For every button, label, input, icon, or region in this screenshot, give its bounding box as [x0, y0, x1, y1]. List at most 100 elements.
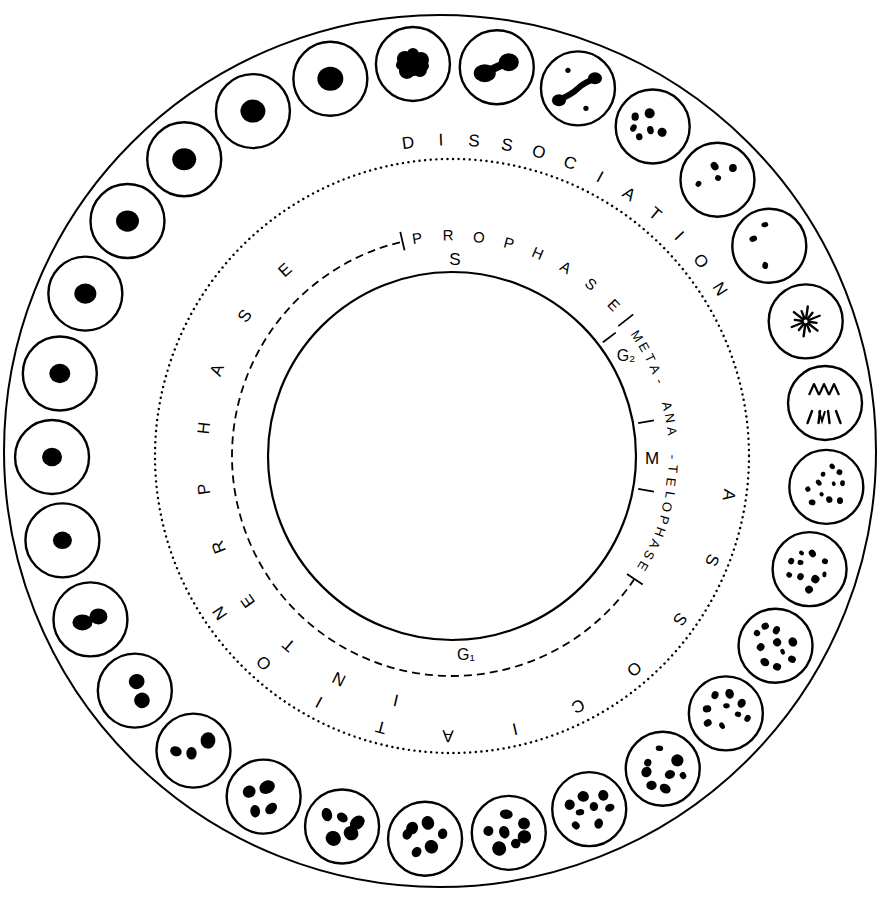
nucleolus-fragment: [821, 557, 829, 565]
arc-letter: A: [720, 488, 738, 502]
arc-letter: O: [624, 658, 645, 680]
arc-letter: E: [238, 591, 258, 610]
nucleolus-fragment: [808, 499, 815, 505]
chromosome-group: [819, 411, 825, 421]
nucleolus-fragment: [347, 813, 368, 833]
cell: [147, 122, 221, 196]
nucleolus-fragment: [710, 690, 719, 700]
cycle-tick: [638, 420, 654, 423]
nucleolus-fragment: [241, 783, 258, 799]
cell-outline: [227, 760, 301, 834]
cell-outline: [739, 609, 813, 683]
nucleolus-fragment: [404, 820, 420, 837]
arc-letter: P: [656, 514, 671, 526]
cell: [376, 27, 450, 101]
nucleolus-fragment: [570, 820, 581, 831]
cell: [689, 676, 763, 750]
cell: [769, 284, 843, 358]
arc-letter: S: [582, 275, 599, 293]
nucleolus-fragment: [755, 642, 766, 653]
cell-outline: [732, 209, 806, 283]
nucleolus-fragment: [575, 809, 584, 816]
arc-letter: T: [646, 204, 665, 224]
phase-arc-label: INTERPHASE: [187, 253, 413, 716]
nucleolus-fragment: [437, 828, 448, 840]
nucleolus: [42, 448, 62, 466]
nucleolus-fragment: [819, 491, 825, 497]
nucleolus-fragment: [749, 235, 758, 243]
cycle-phase-label: M: [645, 450, 659, 467]
cycle-tick: [638, 489, 654, 492]
arc-letter: L: [663, 490, 677, 499]
chromosome-group: [819, 384, 829, 395]
nucleolus-fragment: [646, 780, 657, 790]
nucleolus: [72, 614, 92, 630]
cell: [216, 74, 290, 148]
nucleolus-fragment: [658, 782, 673, 796]
cell-outline: [376, 27, 450, 101]
nucleolus-fragment: [694, 180, 702, 188]
nucleolus-lobe: [552, 94, 566, 106]
cell-outline: [680, 143, 754, 217]
nucleolus-fragment: [807, 548, 817, 558]
nucleolus-fragment: [736, 697, 748, 709]
nucleolus-fragment: [762, 261, 769, 269]
nucleolus-fragment: [593, 818, 604, 830]
arc-letter: E: [664, 477, 678, 487]
nucleolus-fragment: [323, 828, 344, 849]
cell-outline: [53, 582, 127, 656]
cell: [788, 366, 862, 440]
nucleolus-fragment: [491, 840, 508, 858]
nucleolus-fragment: [771, 637, 782, 648]
nucleolus-fragment: [263, 800, 279, 816]
cell-outline: [23, 337, 97, 411]
arc-letter: P: [411, 230, 423, 246]
cell: [388, 802, 462, 876]
nucleolus-fragment: [631, 112, 639, 121]
arc-letter: E: [636, 559, 652, 573]
nucleolus-fragment: [729, 164, 737, 173]
cell-outline: [147, 122, 221, 196]
nucleolus-fragment: [516, 815, 533, 832]
cell-outline: [48, 257, 122, 331]
nucleolus-fragment: [670, 753, 686, 768]
nucleolus-fragment: [169, 745, 183, 758]
cell-outline: [25, 503, 99, 577]
arc-letter: N: [663, 413, 677, 424]
arc-letter: S: [702, 552, 722, 569]
nucleolus-fragment: [589, 802, 598, 812]
cell: [90, 184, 164, 258]
nucleolus-fragment: [657, 127, 667, 137]
arc-letter: S: [669, 609, 689, 628]
nucleolus-fragment: [743, 714, 752, 723]
cell-outline: [460, 30, 534, 104]
phase-tick: [618, 314, 633, 326]
phase-tick: [400, 232, 404, 251]
nucleolus: [240, 100, 265, 123]
arc-letter: O: [659, 501, 674, 514]
cell: [305, 789, 379, 863]
phase-arc-label: PROPHASE: [402, 220, 628, 320]
nucleolus-blob: [419, 61, 429, 71]
nucleolus-fragment: [422, 837, 441, 856]
nucleolus-fragment: [410, 845, 424, 859]
phase-arc-label: DISSOCIATION: [391, 123, 737, 305]
cell: [680, 143, 754, 217]
cell-outline: [789, 450, 863, 524]
cell-outline: [552, 772, 626, 846]
nucleolus-lobe: [588, 72, 602, 84]
nucleolus-fragment: [644, 108, 655, 119]
cell-outline: [15, 420, 89, 494]
arc-letter: I: [594, 168, 606, 185]
arc-letter: C: [561, 153, 579, 173]
arc-letter: O: [690, 251, 712, 272]
chromosome-group: [829, 384, 839, 395]
dotted-ring: [155, 159, 749, 753]
arc-letter: E: [275, 260, 295, 280]
arc-letter: C: [569, 696, 588, 717]
arc-letter: -: [653, 377, 667, 385]
nucleolus-fragment: [576, 790, 590, 803]
nucleolus-fragment: [678, 771, 687, 780]
cell: [626, 732, 700, 806]
